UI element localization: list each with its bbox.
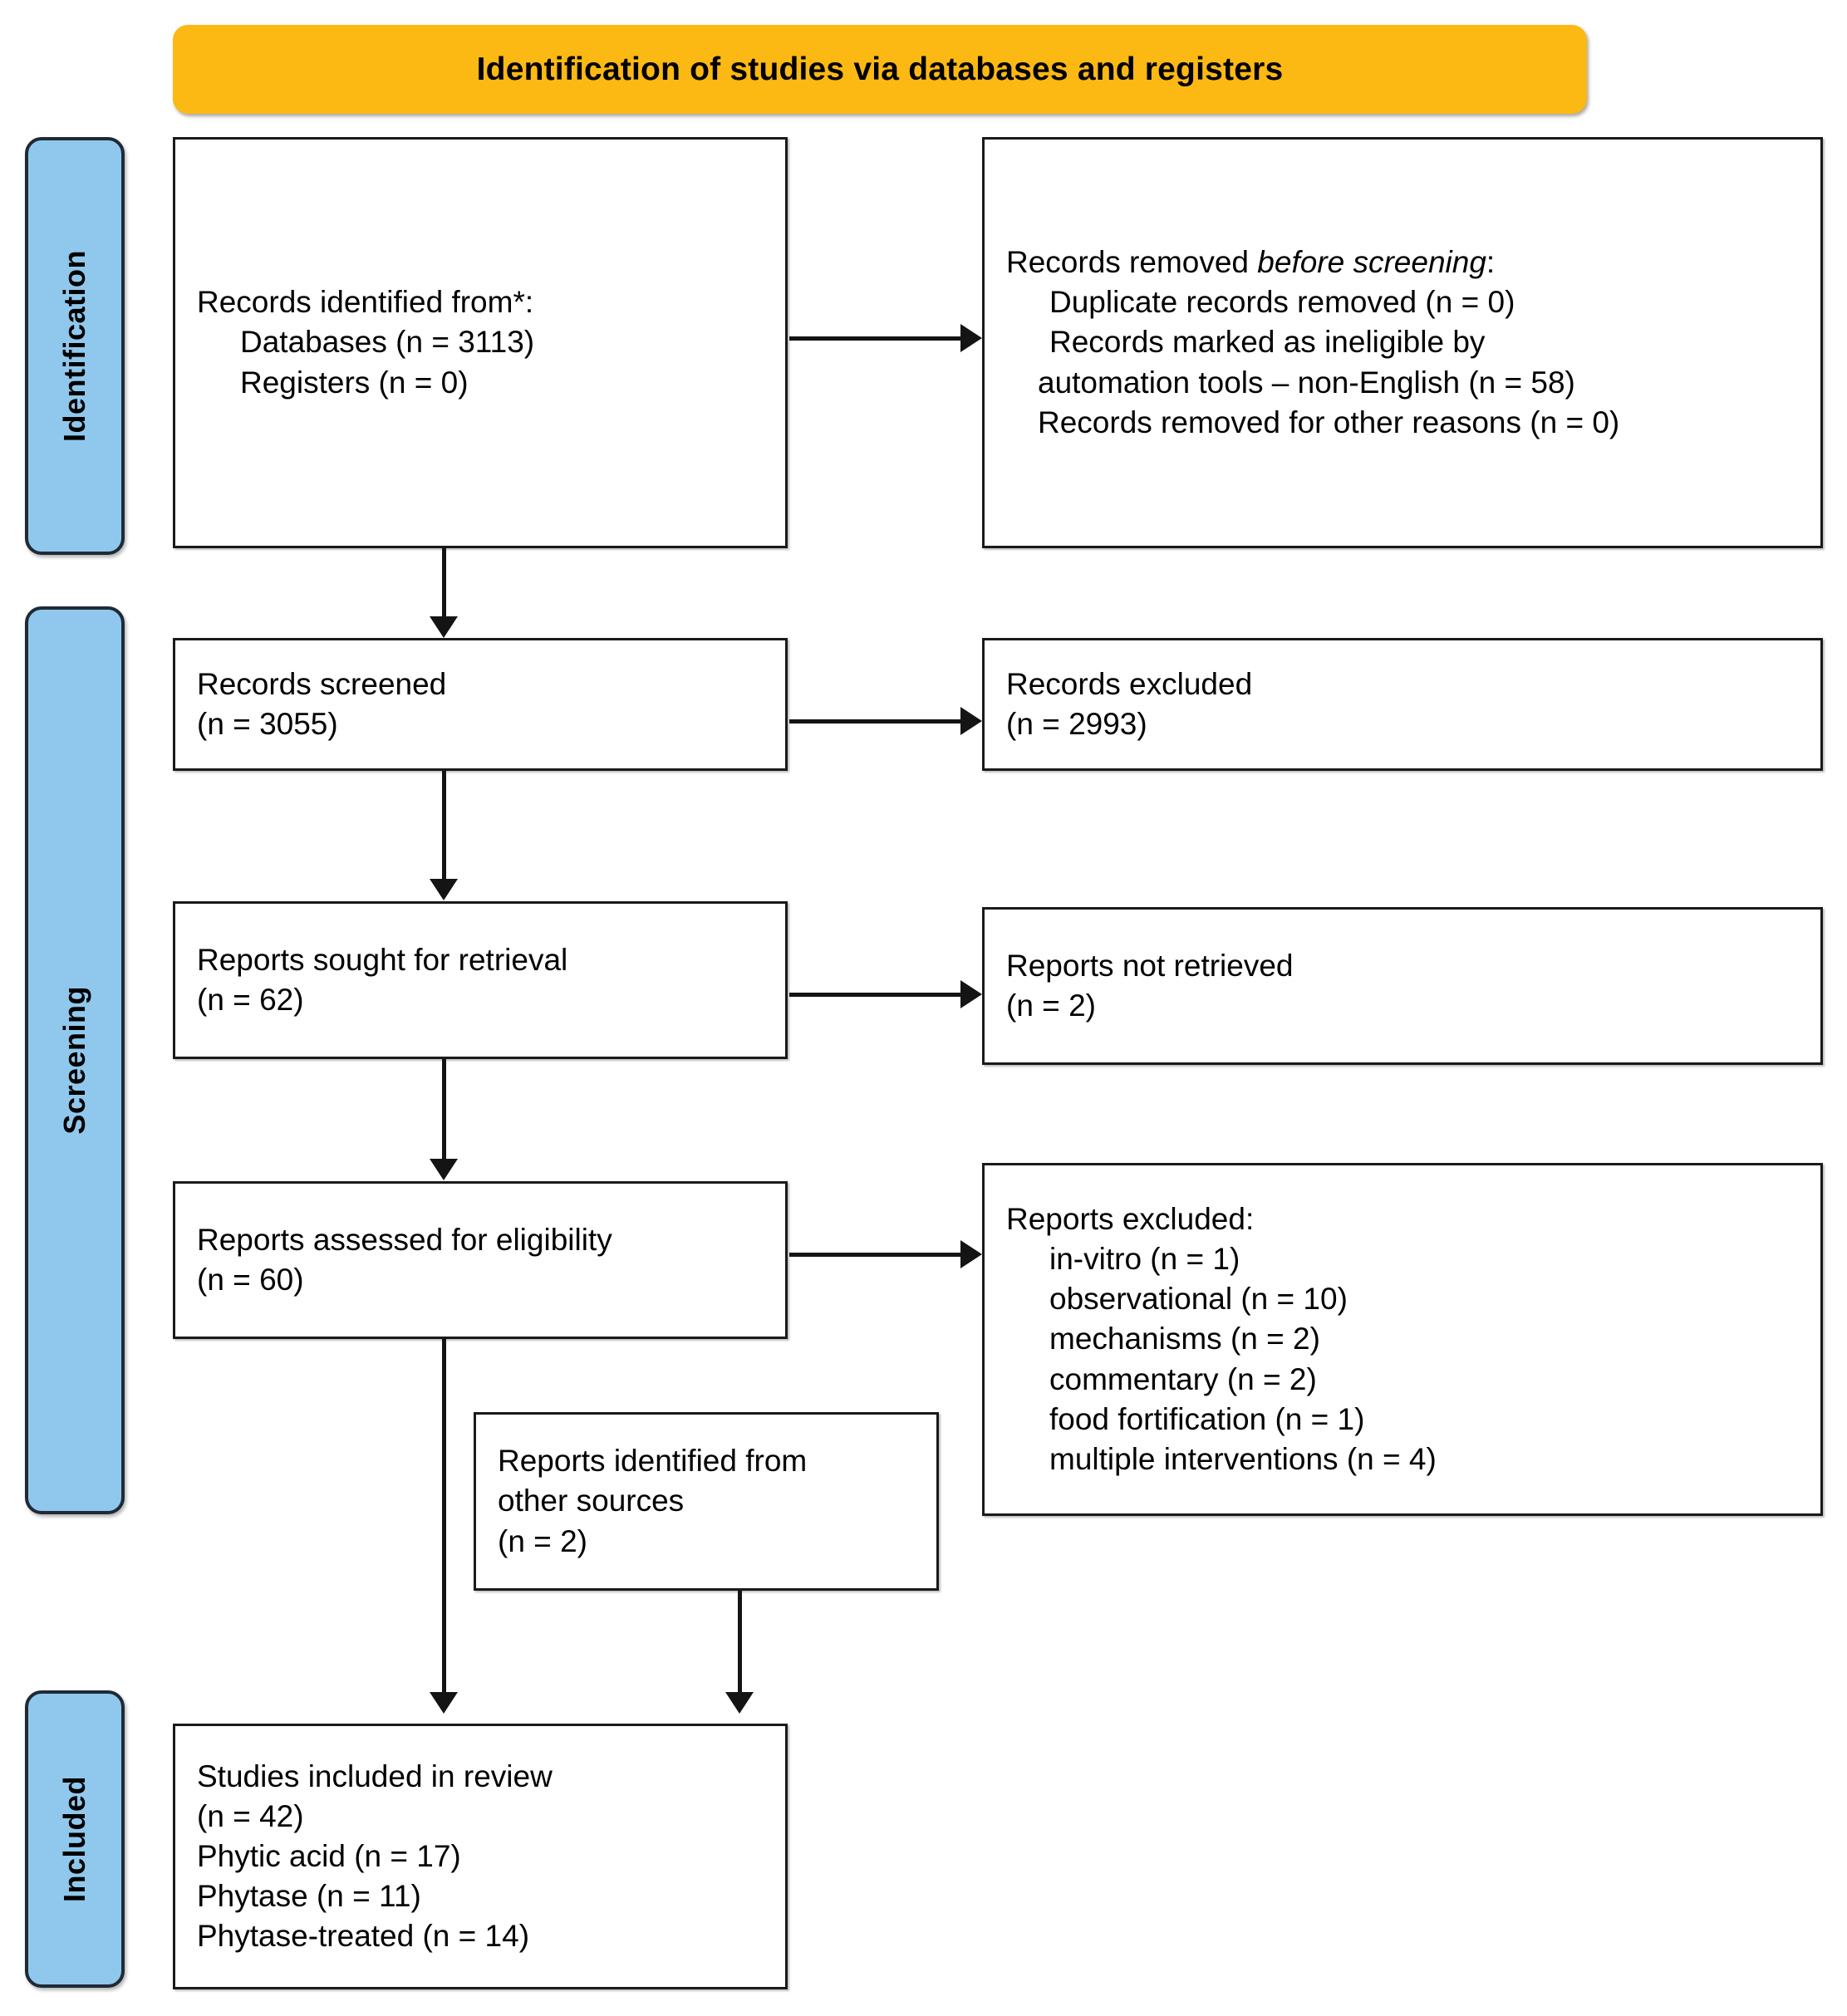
records-excluded-box: Records excluded (n = 2993) [982,638,1823,771]
other-sources-line-1: Reports identified from [498,1444,808,1479]
records-removed-line-1: Duplicate records removed (n = 0) [1049,285,1515,320]
connector-sought-to-assessed [442,1059,446,1159]
reports-assessed-box: Reports assessed for eligibility (n = 60… [173,1181,788,1339]
arrowhead-screened-to-excluded [960,707,982,735]
records-removed-line-3: automation tools – non-English (n = 58) [1038,365,1575,400]
records-screened-line-1: Records screened [197,666,447,701]
reports-excluded-line-4: commentary (n = 2) [1049,1361,1317,1396]
arrowhead-assessed-to-reports-excluded [960,1240,982,1268]
studies-included-line-1: Studies included in review [197,1758,553,1793]
stage-tab-identification: Identification [25,137,125,555]
arrowhead-assessed-to-included [430,1692,458,1714]
connector-other-sources-to-included [738,1591,742,1692]
records-identified-line-1: Records identified from*: [197,285,534,320]
records-removed-line-4: Records removed for other reasons (n = 0… [1038,405,1620,439]
reports-excluded-heading: Reports excluded: [1006,1202,1255,1237]
reports-sought-line-2: (n = 62) [197,983,304,1017]
reports-assessed-line-2: (n = 60) [197,1263,304,1297]
banner-title: Identification of studies via databases … [476,51,1284,87]
connector-assessed-to-included [442,1339,446,1692]
records-removed-before-screening-box: Records removed before screening: Duplic… [982,137,1823,548]
reports-assessed-line-1: Reports assessed for eligibility [197,1222,612,1257]
arrowhead-sought-to-assessed [430,1159,458,1180]
connector-screened-to-sought [442,771,446,879]
records-identified-line-2: Databases (n = 3113) [240,325,535,360]
stage-tab-included: Included [25,1690,125,1988]
connector-assessed-to-reports-excluded [789,1253,960,1257]
reports-not-retrieved-line-2: (n = 2) [1006,988,1096,1023]
records-excluded-line-2: (n = 2993) [1006,707,1147,741]
reports-excluded-line-3: mechanisms (n = 2) [1049,1322,1320,1356]
records-screened-box: Records screened (n = 3055) [173,638,788,771]
connector-identified-to-removed [789,336,960,341]
stage-label-included: Included [57,1775,91,1902]
studies-included-line-4: Phytase (n = 11) [197,1879,421,1914]
reports-sought-line-1: Reports sought for retrieval [197,942,568,977]
reports-excluded-line-6: multiple interventions (n = 4) [1049,1441,1437,1476]
records-screened-line-2: (n = 3055) [197,707,338,741]
studies-included-line-3: Phytic acid (n = 17) [197,1838,461,1873]
reports-excluded-line-1: in-vitro (n = 1) [1049,1242,1240,1277]
reports-not-retrieved-box: Reports not retrieved (n = 2) [982,907,1823,1065]
stage-label-screening: Screening [57,986,91,1135]
studies-included-box: Studies included in review (n = 42) Phyt… [173,1724,788,1989]
records-identified-box: Records identified from*: Databases (n =… [173,137,788,548]
studies-included-line-2: (n = 42) [197,1798,304,1833]
arrowhead-identified-to-screened [430,616,458,638]
stage-tab-screening: Screening [25,606,125,1514]
reports-sought-box: Reports sought for retrieval (n = 62) [173,901,788,1059]
reports-excluded-line-5: food fortification (n = 1) [1049,1401,1365,1436]
connector-screened-to-excluded [789,719,960,724]
other-sources-line-3: (n = 2) [498,1523,587,1558]
arrowhead-sought-to-not-retrieved [960,980,982,1008]
arrowhead-screened-to-sought [430,879,458,900]
reports-other-sources-box: Reports identified from other sources (n… [474,1412,939,1591]
reports-not-retrieved-line-1: Reports not retrieved [1006,948,1294,983]
other-sources-line-2: other sources [498,1484,685,1518]
records-excluded-line-1: Records excluded [1006,666,1253,701]
connector-sought-to-not-retrieved [789,993,960,997]
connector-identified-to-screened [442,548,446,616]
records-removed-line-2: Records marked as ineligible by [1049,325,1486,360]
arrowhead-other-sources-to-included [725,1692,754,1714]
studies-included-line-5: Phytase-treated (n = 14) [197,1919,530,1954]
reports-excluded-box: Reports excluded: in-vitro (n = 1) obser… [982,1163,1823,1516]
records-identified-line-3: Registers (n = 0) [240,365,469,400]
arrowhead-identified-to-removed [960,324,982,352]
records-removed-heading: Records removed before screening: [1006,245,1496,280]
stage-label-identification: Identification [57,250,91,442]
diagram-banner: Identification of studies via databases … [173,25,1587,114]
reports-excluded-line-2: observational (n = 10) [1049,1282,1348,1317]
